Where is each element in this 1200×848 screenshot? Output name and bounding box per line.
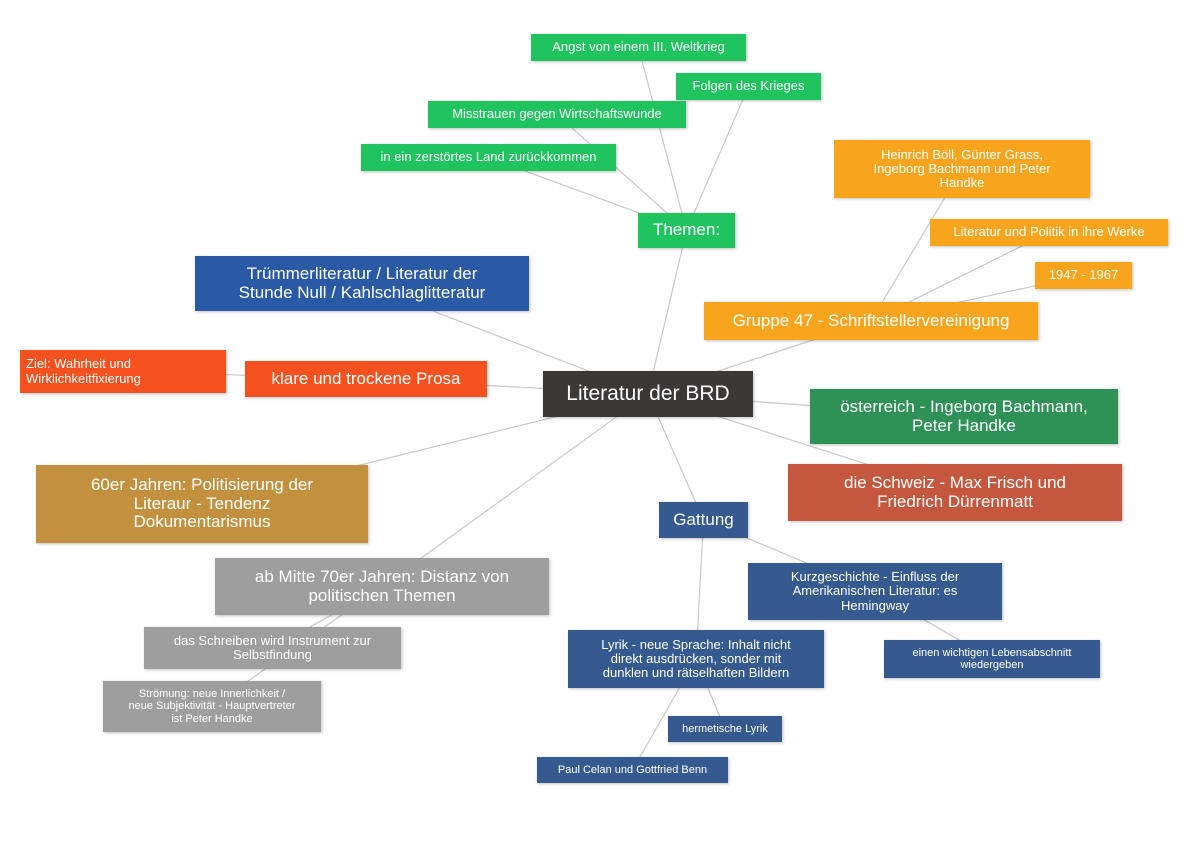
link-center-siebziger (381, 393, 649, 587)
node-selbstfindung[interactable]: das Schreiben wird Instrument zur Selbst… (144, 627, 401, 669)
node-literatur-und-politik[interactable]: Literatur und Politik in ihre Werke (930, 219, 1168, 246)
node-truemmerliteratur[interactable]: Trümmerliteratur / Literatur der Stunde … (195, 256, 529, 311)
node-folgen-des-krieges[interactable]: Folgen des Krieges (676, 73, 821, 100)
node-oesterreich[interactable]: österreich - Ingeborg Bachmann, Peter Ha… (810, 389, 1118, 444)
node-gattung[interactable]: Gattung (659, 502, 748, 538)
node-60er-jahre[interactable]: 60er Jahren: Politisierung der Literaur … (36, 465, 368, 543)
node-70er-jahre[interactable]: ab Mitte 70er Jahren: Distanz von politi… (215, 558, 549, 615)
link-themen-misstrauen (556, 114, 687, 231)
node-zerstoertes-land[interactable]: in ein zerstörtes Land zurückkommen (361, 144, 616, 171)
node-neue-innerlichkeit[interactable]: Strömung: neue Innerlichkeit / neue Subj… (103, 681, 321, 732)
node-misstrauen-wirtschaftswunder[interactable]: Misstrauen gegen Wirtschaftswunde (428, 101, 686, 128)
link-themen-angst (637, 47, 688, 231)
link-themen-folgen (685, 86, 750, 231)
node-1947-1967[interactable]: 1947 - 1967 (1035, 262, 1132, 289)
node-literatur-der-brd[interactable]: Literatur der BRD (543, 371, 753, 417)
node-celan-benn[interactable]: Paul Celan und Gottfried Benn (537, 757, 728, 783)
node-hermetische-lyrik[interactable]: hermetische Lyrik (668, 716, 782, 742)
node-gruppe-47[interactable]: Gruppe 47 - Schriftstellervereinigung (704, 302, 1038, 340)
node-kurzgeschichte[interactable]: Kurzgeschichte - Einfluss der Amerikanis… (748, 563, 1002, 620)
node-themen[interactable]: Themen: (638, 213, 735, 248)
node-lebensabschnitt[interactable]: einen wichtigen Lebensabschnitt wiederge… (884, 640, 1100, 678)
node-gruppe-47-autoren[interactable]: Heinrich Böll, Günter Grass, Ingeborg Ba… (834, 140, 1090, 198)
node-schweiz[interactable]: die Schweiz - Max Frisch und Friedrich D… (788, 464, 1122, 521)
node-klare-prosa[interactable]: klare und trockene Prosa (245, 361, 487, 397)
link-center-themen (647, 230, 688, 395)
node-ziel-wahrheit[interactable]: Ziel: Wahrheit und Wirklichkeitfixierung (20, 350, 226, 393)
node-lyrik[interactable]: Lyrik - neue Sprache: Inhalt nicht direk… (568, 630, 824, 688)
node-angst-weltkrieg[interactable]: Angst von einem III. Weltkrieg (531, 34, 746, 61)
